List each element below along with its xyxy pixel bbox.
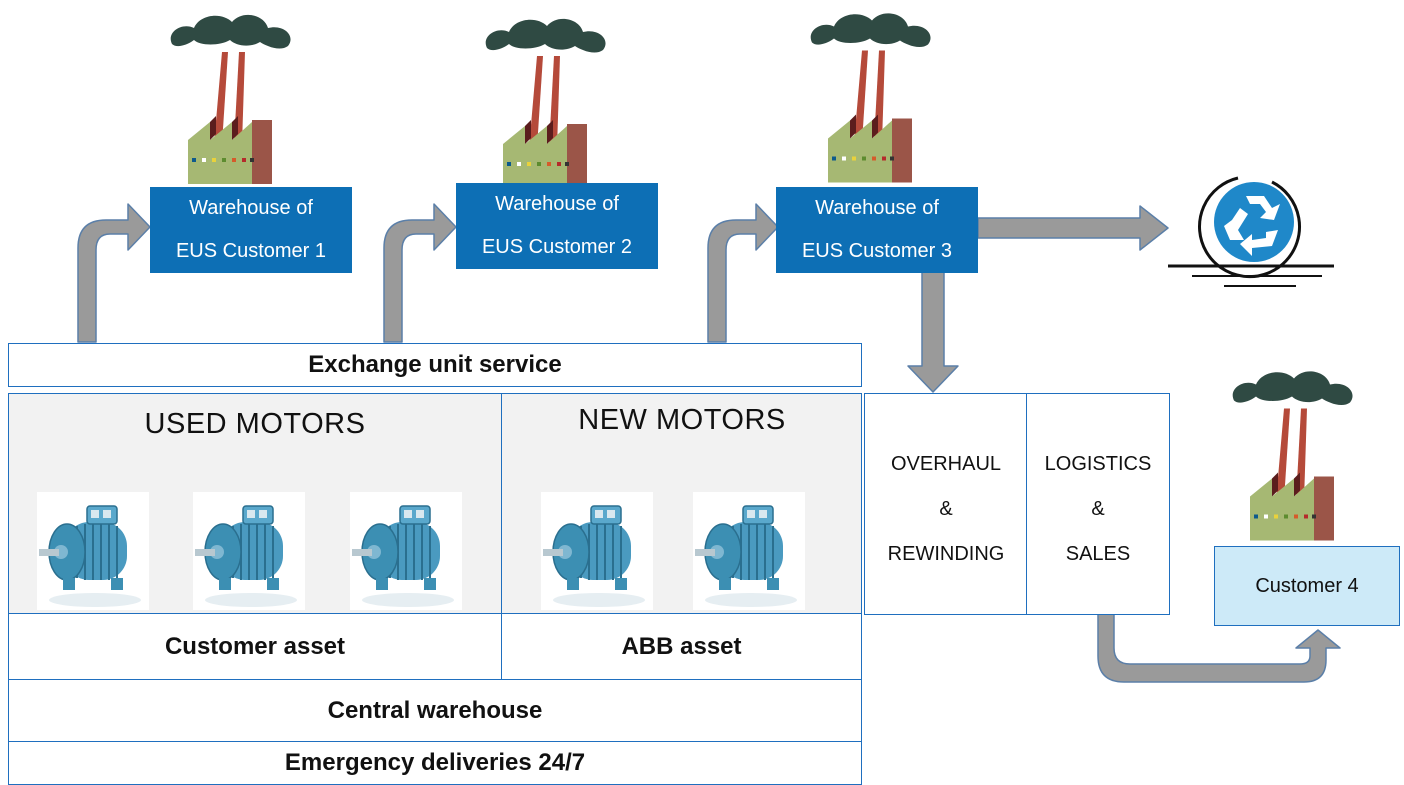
warehouse-line2: EUS Customer 1 bbox=[175, 240, 327, 262]
recycle-icon bbox=[1168, 176, 1334, 287]
customer-asset-cell: Customer asset bbox=[8, 614, 502, 680]
warehouse-customer-1: Warehouse of EUS Customer 1 bbox=[150, 187, 352, 273]
warehouse-line1: Warehouse of bbox=[495, 193, 619, 215]
overhaul-line2: & bbox=[939, 498, 953, 520]
customer-4-label: Customer 4 bbox=[1255, 574, 1359, 597]
flow-arrow bbox=[707, 203, 779, 343]
customer-4-box: Customer 4 bbox=[1214, 546, 1400, 626]
factory-icon bbox=[160, 12, 300, 187]
overhaul-line3: REWINDING bbox=[887, 543, 1005, 565]
electric-motor-icon bbox=[37, 492, 149, 610]
flow-arrow bbox=[77, 203, 151, 343]
overhaul-rewinding-box: OVERHAUL & REWINDING bbox=[864, 393, 1028, 615]
factory-icon bbox=[800, 8, 940, 188]
logistics-sales-box: LOGISTICS & SALES bbox=[1026, 393, 1170, 615]
central-warehouse-bar: Central warehouse bbox=[8, 679, 862, 742]
factory-icon bbox=[475, 16, 615, 191]
flow-arrow bbox=[383, 203, 457, 343]
abb-asset-label: ABB asset bbox=[621, 632, 742, 660]
exchange-unit-service-label: Exchange unit service bbox=[308, 351, 562, 378]
emergency-deliveries-label: Emergency deliveries 24/7 bbox=[284, 749, 586, 776]
warehouse-customer-2: Warehouse of EUS Customer 2 bbox=[456, 183, 658, 269]
used-motors-title: USED MOTORS bbox=[144, 408, 366, 440]
electric-motor-icon bbox=[350, 492, 462, 610]
factory-icon bbox=[1222, 366, 1362, 546]
customer-asset-label: Customer asset bbox=[164, 632, 346, 660]
warehouse-line2: EUS Customer 3 bbox=[801, 240, 953, 262]
central-warehouse-label: Central warehouse bbox=[327, 696, 543, 724]
warehouse-line1: Warehouse of bbox=[189, 197, 313, 219]
logistics-line3: SALES bbox=[1065, 543, 1131, 565]
electric-motor-icon bbox=[193, 492, 305, 610]
exchange-unit-service-bar: Exchange unit service bbox=[8, 343, 862, 387]
electric-motor-icon bbox=[541, 492, 653, 610]
warehouse-line1: Warehouse of bbox=[815, 197, 939, 219]
warehouse-line2: EUS Customer 2 bbox=[481, 236, 633, 258]
emergency-deliveries-bar: Emergency deliveries 24/7 bbox=[8, 741, 862, 785]
new-motors-title: NEW MOTORS bbox=[578, 404, 786, 436]
flow-arrow bbox=[977, 205, 1169, 251]
electric-motor-icon bbox=[693, 492, 805, 610]
flow-arrow bbox=[907, 269, 959, 393]
overhaul-line1: OVERHAUL bbox=[890, 453, 1002, 475]
warehouse-customer-3: Warehouse of EUS Customer 3 bbox=[776, 187, 978, 273]
abb-asset-cell: ABB asset bbox=[502, 614, 862, 680]
logistics-line2: & bbox=[1091, 498, 1105, 520]
logistics-line1: LOGISTICS bbox=[1044, 453, 1152, 475]
